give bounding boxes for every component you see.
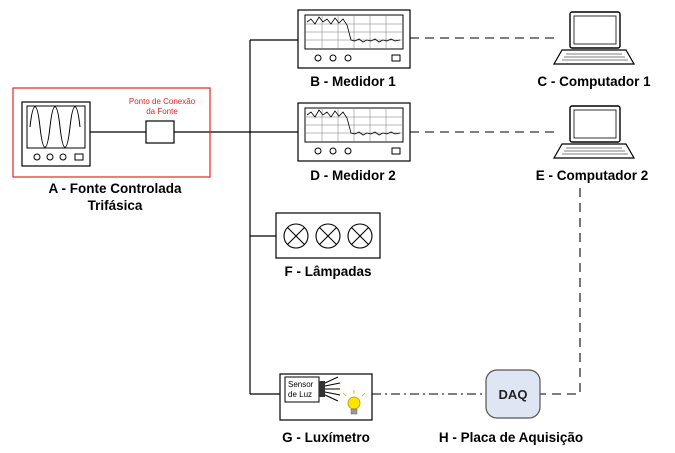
link-computer2-daq (540, 188, 580, 394)
light-sensor-label: Sensor (288, 380, 314, 389)
meter2-device (298, 103, 410, 161)
light-sensor-label-line2: de Luz (288, 390, 312, 399)
source-label-line2: Trifásica (88, 198, 143, 213)
meter1-device (298, 10, 410, 68)
computer1-icon (554, 12, 634, 64)
source-device (22, 102, 90, 166)
connection-point-label-line2: da Fonte (146, 107, 178, 116)
computer2-icon (554, 106, 634, 158)
computer2-label: E - Computador 2 (536, 168, 649, 183)
connection-point-label: Ponto de Conexão (129, 97, 196, 106)
power-wiring (90, 40, 298, 394)
connection-point-box (146, 121, 174, 143)
computer1-label: C - Computador 1 (537, 74, 651, 89)
meter2-label: D - Medidor 2 (310, 168, 396, 183)
luximeter-label: G - Luxímetro (282, 430, 370, 445)
lamps-label: F - Lâmpadas (284, 264, 371, 279)
meter1-label: B - Medidor 1 (310, 74, 396, 89)
source-label: A - Fonte Controlada (49, 181, 182, 196)
daq-board-label: H - Placa de Aquisição (439, 430, 583, 445)
lamps-panel (276, 213, 380, 258)
daq-label: DAQ (499, 387, 528, 402)
data-links (372, 38, 580, 394)
